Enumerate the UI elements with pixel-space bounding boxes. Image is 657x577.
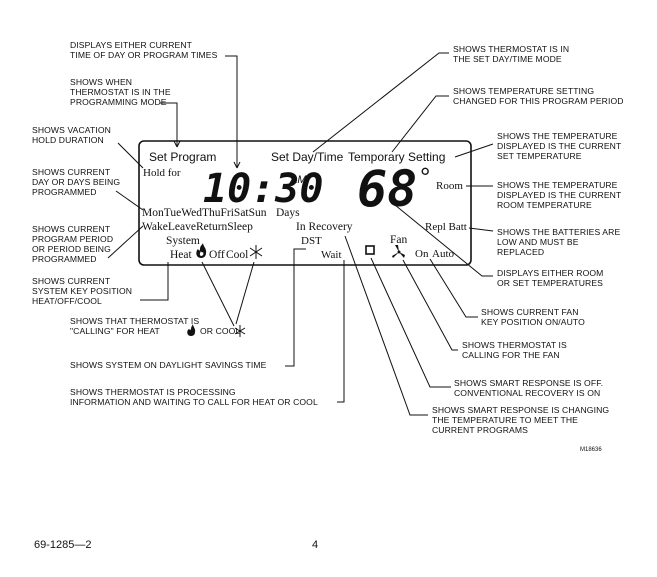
lcd-dst: DST	[301, 235, 322, 247]
lcd-wait: Wait	[321, 249, 342, 261]
annotation-calling-heat-cool: SHOWS THAT THERMOSTAT IS "CALLING" FOR H…	[70, 316, 240, 336]
leader-calling-fan	[402, 259, 458, 351]
leader-dst	[285, 248, 306, 367]
annotation-program-times: DISPLAYS EITHER CURRENT TIME OF DAY OR P…	[70, 40, 218, 60]
page-number: 4	[312, 539, 318, 551]
annotation-smart-response-changing: SHOWS SMART RESPONSE IS CHANGING THE TEM…	[432, 405, 612, 435]
annotation-vacation-hold: SHOWS VACATION HOLD DURATION	[32, 125, 113, 145]
leader-calling-cool	[235, 261, 255, 325]
lcd-off: Off	[209, 249, 225, 261]
lcd-cool: Cool	[226, 249, 248, 261]
lcd-in-recovery: In Recovery	[296, 221, 353, 233]
lcd-days-row: MonTueWedThuFriSatSun	[142, 207, 267, 219]
leader-smart-response-off	[370, 257, 451, 388]
lcd-set-program: Set Program	[149, 150, 216, 164]
lcd-auto: Auto	[432, 248, 455, 260]
annotation-room-or-set: DISPLAYS EITHER ROOM OR SET TEMPERATURES	[497, 268, 606, 288]
lcd-heat: Heat	[170, 249, 193, 261]
annotation-fan-key: SHOWS CURRENT FAN KEY POSITION ON/AUTO	[481, 307, 585, 327]
lcd-room: Room	[436, 180, 463, 192]
annotation-calling-fan: SHOWS THERMOSTAT IS CALLING FOR THE FAN	[462, 340, 569, 360]
lcd-am: AM	[289, 174, 307, 186]
lcd-temperature: 68	[357, 160, 417, 218]
leader-day-programmed	[115, 190, 144, 211]
leader-programming-mode	[160, 102, 178, 147]
leader-smart-response-changing	[344, 235, 428, 416]
lcd-time: 10:30	[203, 166, 323, 212]
annotation-program-period: SHOWS CURRENT PROGRAM PERIOD OR PERIOD B…	[32, 224, 116, 264]
annotation-wait: SHOWS THERMOSTAT IS PROCESSING INFORMATI…	[70, 387, 318, 407]
annotation-dst: SHOWS SYSTEM ON DAYLIGHT SAVINGS TIME	[70, 360, 267, 370]
lcd-hold-for: Hold for	[143, 167, 181, 179]
figure-code: M18636	[580, 447, 602, 453]
annotation-repl-batt: SHOWS THE BATTERIES ARE LOW AND MUST BE …	[497, 227, 623, 257]
leader-room-or-set	[394, 204, 493, 277]
snowflake-icon	[249, 245, 263, 259]
annotation-set-day-time-mode: SHOWS THERMOSTAT IS IN THE SET DAY/TIME …	[453, 44, 572, 64]
leader-repl-batt	[468, 227, 494, 232]
leader-program-period	[107, 225, 144, 259]
doc-number: 69-1285—2	[34, 539, 92, 551]
lcd-frame	[138, 140, 472, 266]
leader-calling-heat	[201, 261, 235, 327]
fan-icon	[392, 245, 405, 258]
leader-program-times	[225, 55, 238, 168]
annotation-temp-setting-changed: SHOWS TEMPERATURE SETTING CHANGED FOR TH…	[453, 86, 624, 106]
lcd-degree: °	[420, 162, 430, 192]
leader-fan-key	[429, 258, 478, 318]
annotation-system-key: SHOWS CURRENT SYSTEM KEY POSITION HEAT/O…	[32, 276, 135, 306]
leader-vacation-hold	[117, 142, 144, 169]
lcd-fan: Fan	[390, 234, 408, 246]
leader-system-key	[140, 262, 169, 301]
lcd-on: On	[415, 248, 429, 260]
annotation-day-programmed: SHOWS CURRENT DAY OR DAYS BEING PROGRAMM…	[32, 167, 123, 197]
annotation-smart-response-off: SHOWS SMART RESPONSE IS OFF. CONVENTIONA…	[454, 378, 606, 398]
leader-wait	[337, 260, 345, 403]
lcd-temporary-setting: Temporary Setting	[348, 150, 445, 164]
annotation-current-set-temp: SHOWS THE TEMPERATURE DISPLAYED IS THE C…	[497, 131, 624, 161]
leader-set-day-time	[312, 52, 449, 153]
lcd-repl-batt: Repl Batt	[425, 221, 467, 233]
lcd-days: Days	[276, 207, 300, 219]
lcd-periods-row: WakeLeaveReturnSleep	[142, 221, 253, 233]
leader-temp-setting-changed	[391, 95, 449, 153]
flame-icon	[196, 243, 207, 258]
leader-current-set-temp	[454, 143, 494, 158]
annotation-current-room-temp: SHOWS THE TEMPERATURE DISPLAYED IS THE C…	[497, 180, 624, 210]
snowflake-icon-small	[234, 325, 246, 337]
lcd-system: System	[166, 235, 200, 247]
lcd-set-day-time: Set Day/Time	[271, 150, 344, 164]
flame-icon-small	[187, 324, 196, 336]
annotation-programming-mode: SHOWS WHEN THERMOSTAT IS IN THE PROGRAMM…	[70, 77, 173, 107]
square-icon	[365, 245, 375, 255]
